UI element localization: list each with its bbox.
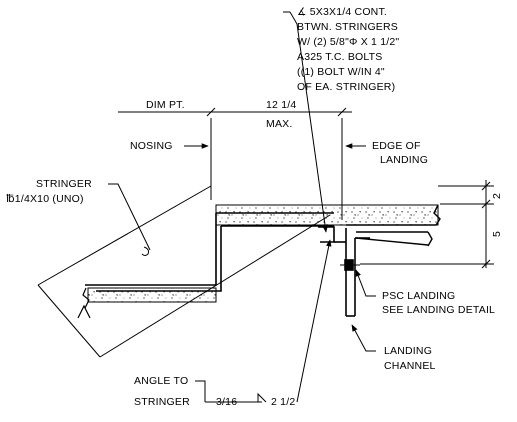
nosing-label: NOSING [130, 140, 173, 152]
weld-note-line-2: STRINGER [134, 396, 190, 408]
stringer-label-line-2: ℔1/4x10 (UNO) [6, 193, 84, 205]
concrete-fill [87, 204, 439, 303]
landing-channel-line-2: CHANNEL [384, 360, 436, 372]
angle-callout-line-4: A325 T.C. BOLTS [297, 51, 383, 63]
dim-point-label: DIM PT. [146, 99, 185, 111]
angle-callout-line-1: ∡ 5x3x1/4 CONT. [297, 6, 388, 18]
break-lines [77, 287, 91, 319]
angle-callout-line-6: OF EA. STRINGER) [297, 81, 396, 93]
edge-of-landing-line-1: EDGE OF [372, 140, 421, 152]
leaders [108, 11, 376, 403]
angle-callout-line-2: BTWN. STRINGERS [297, 21, 399, 33]
landing-slab [346, 204, 441, 247]
stringer-plate [37, 185, 331, 358]
weld-size: 3/16 [216, 396, 238, 408]
rise-dimension-lower: 5 [491, 230, 504, 238]
angle-and-channel [318, 226, 370, 317]
weld-length: 2 1/2 [271, 396, 296, 408]
width-dimension [118, 107, 352, 220]
width-dimension-value: 12 1/4 [266, 99, 297, 111]
edge-of-landing-line-2: LANDING [380, 154, 429, 166]
angle-callout-line-5: ((1) BOLT W/IN 4" [297, 66, 385, 78]
rise-dimension-upper: 2 [491, 192, 504, 200]
angle-callout-line-3: W/ (2) 5/8"φ x 1 1/2" [297, 36, 400, 48]
width-dimension-qualifier: MAX. [266, 118, 293, 130]
stringer-label-line-1: STRINGER [36, 178, 92, 190]
weld-note-line-1: ANGLE TO [134, 375, 189, 387]
landing-channel-line-1: LANDING [384, 345, 433, 357]
rise-dimension [360, 180, 494, 269]
psc-landing-line-2: SEE LANDING DETAIL [382, 304, 496, 316]
psc-landing-line-1: PSC LANDING [382, 290, 456, 302]
